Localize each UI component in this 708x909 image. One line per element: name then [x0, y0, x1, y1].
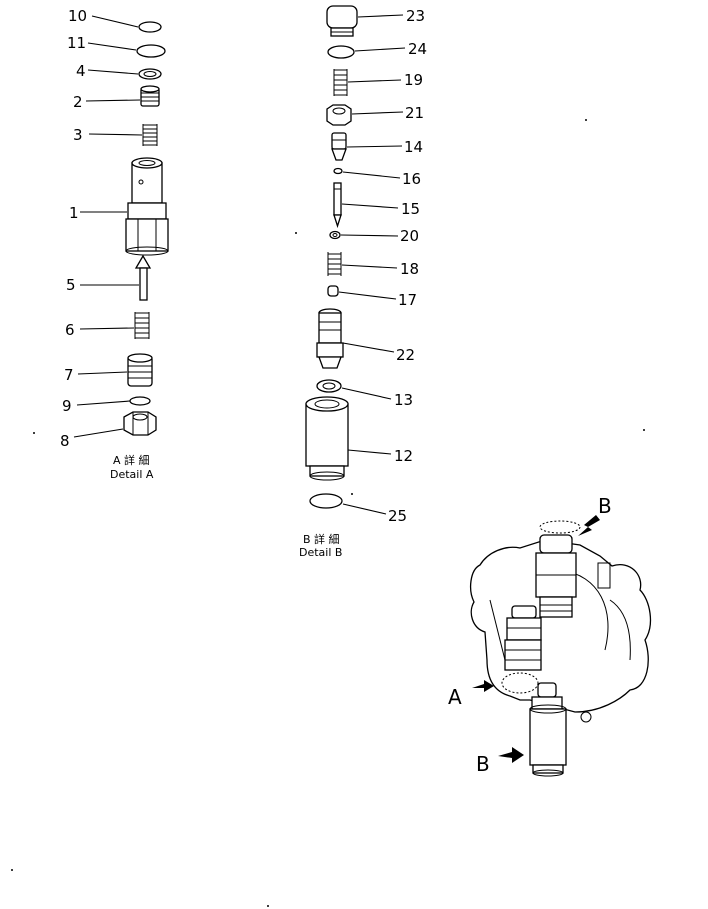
part-15-pin: 15	[333, 182, 420, 229]
detail-a-caption-en: Detail A	[110, 468, 154, 481]
part-12-body: 12	[305, 396, 413, 481]
part-9-o-ring: 9	[62, 396, 151, 415]
arrow-b-bottom-icon	[498, 747, 524, 763]
part-8-nut: 8	[60, 411, 157, 450]
part-14-piston: 14	[331, 132, 423, 161]
part-5-poppet: 5	[66, 254, 152, 301]
callout-14: 14	[404, 138, 423, 156]
assembly-label-b-bottom: B	[476, 752, 490, 776]
part-1-valve-body: 1	[69, 157, 169, 256]
detail-b-caption-en: Detail B	[299, 546, 342, 559]
callout-4: 4	[76, 62, 86, 80]
part-20-washer: 20	[329, 227, 419, 245]
part-17-poppet: 17	[327, 285, 417, 309]
callout-11: 11	[67, 34, 86, 52]
part-25-o-ring: 25	[309, 493, 407, 525]
callout-15: 15	[401, 200, 420, 218]
callout-19: 19	[404, 71, 423, 89]
part-3-spring: 3	[73, 124, 158, 146]
part-21-nut: 21	[326, 104, 424, 126]
part-7-spring-seat: 7	[64, 353, 153, 387]
part-16-ring: 16	[333, 167, 421, 188]
detail-b-caption-jp: B 詳 細	[303, 532, 340, 546]
callout-5: 5	[66, 276, 76, 294]
detail-b: 23 24 19 21 14	[299, 5, 427, 559]
part-2-sleeve: 2	[73, 85, 160, 111]
part-22-sleeve: 22	[316, 308, 415, 369]
callout-20: 20	[400, 227, 419, 245]
detail-a-caption-jp: A 詳 細	[113, 453, 150, 467]
detail-a: 10 11 4 2 3	[60, 7, 169, 481]
callout-22: 22	[396, 346, 415, 364]
assembly-label-b-top: B	[598, 494, 612, 518]
callout-25: 25	[388, 507, 407, 525]
callout-3: 3	[73, 126, 83, 144]
callout-10: 10	[68, 7, 87, 25]
scan-specks	[11, 119, 645, 907]
callout-21: 21	[405, 104, 424, 122]
part-6-spring: 6	[65, 312, 150, 339]
callout-13: 13	[394, 391, 413, 409]
callout-23: 23	[406, 7, 425, 25]
part-23-plug: 23	[326, 5, 425, 37]
arrow-b-top-icon	[578, 515, 600, 536]
callout-8: 8	[60, 432, 70, 450]
callout-2: 2	[73, 93, 83, 111]
callout-17: 17	[398, 291, 417, 309]
callout-1: 1	[69, 204, 79, 222]
assembly-view: B A B	[448, 494, 652, 777]
part-11-o-ring: 11	[67, 34, 166, 58]
callout-18: 18	[400, 260, 419, 278]
assembly-label-a: A	[448, 685, 462, 709]
callout-16: 16	[402, 170, 421, 188]
callout-6: 6	[65, 321, 75, 339]
part-24-o-ring: 24	[327, 40, 427, 59]
callout-12: 12	[394, 447, 413, 465]
callout-9: 9	[62, 397, 72, 415]
callout-7: 7	[64, 366, 74, 384]
part-10-o-ring: 10	[68, 7, 162, 33]
part-13-ring: 13	[316, 379, 413, 409]
arrow-a-icon	[472, 680, 494, 692]
part-18-spring: 18	[327, 252, 419, 278]
callout-24: 24	[408, 40, 427, 58]
part-4-ring: 4	[76, 62, 162, 80]
part-19-spring: 19	[333, 69, 423, 96]
